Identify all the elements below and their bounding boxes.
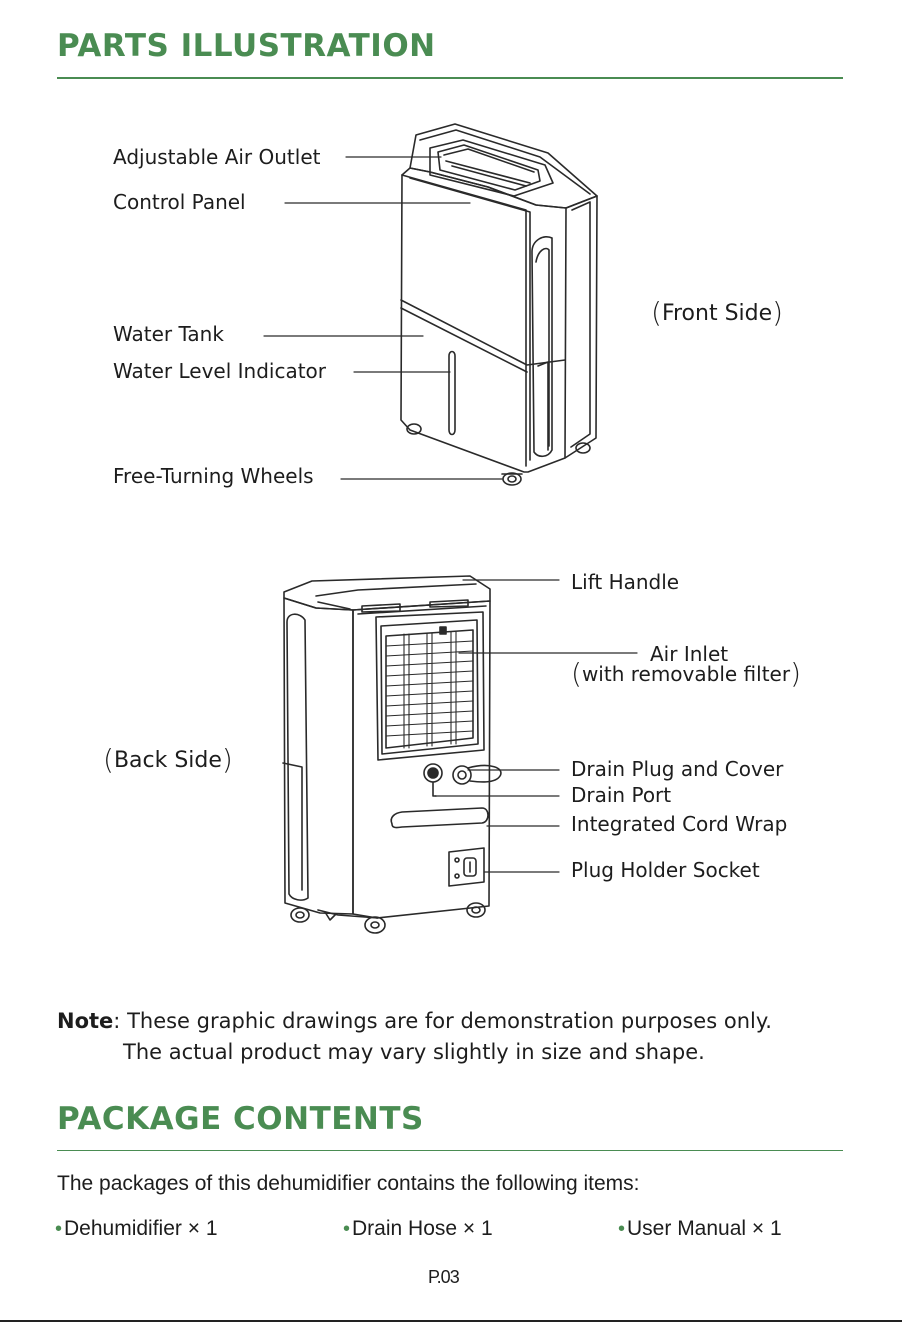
back-side-caption: (Back Side) — [103, 743, 233, 776]
note-label: Note — [57, 1009, 114, 1033]
parts-heading-rule — [57, 77, 843, 79]
package-item: •Drain Hose × 1 — [343, 1217, 493, 1241]
front-leader-lines — [263, 156, 503, 480]
label-free-turning-wheels: Free-Turning Wheels — [113, 464, 314, 488]
label-air-inlet: Air Inlet — [650, 642, 729, 666]
package-item: •Dehumidifier × 1 — [55, 1217, 218, 1241]
label-water-tank: Water Tank — [113, 322, 224, 346]
note-line-1: These graphic drawings are for demonstra… — [127, 1009, 772, 1033]
bullet-icon: • — [55, 1218, 63, 1240]
air-inlet-sub-text: with removable filter — [581, 662, 791, 686]
package-item-text: User Manual × 1 — [627, 1217, 782, 1240]
package-item-text: Drain Hose × 1 — [352, 1217, 493, 1240]
label-drain-port: Drain Port — [571, 783, 672, 807]
label-control-panel: Control Panel — [113, 190, 246, 214]
package-heading-rule — [57, 1150, 843, 1151]
note-line-2: The actual product may vary slightly in … — [123, 1040, 705, 1064]
back-side-caption-text: Back Side — [113, 748, 222, 773]
label-adjustable-air-outlet: Adjustable Air Outlet — [113, 145, 321, 169]
bullet-icon: • — [618, 1218, 626, 1240]
package-intro: The packages of this dehumidifier contai… — [57, 1172, 640, 1195]
label-lift-handle: Lift Handle — [571, 570, 680, 594]
back-unit-body — [282, 575, 502, 934]
bottom-rule — [0, 1320, 902, 1322]
parts-illustration-heading: PARTS ILLUSTRATION — [57, 28, 436, 64]
label-integrated-cord-wrap: Integrated Cord Wrap — [571, 812, 788, 836]
label-drain-plug-and-cover: Drain Plug and Cover — [571, 757, 784, 781]
label-air-inlet-sub: (with removable filter) — [571, 657, 801, 690]
front-side-caption: (Front Side) — [651, 296, 784, 329]
page-number: P.03 — [428, 1267, 460, 1287]
bullet-icon: • — [343, 1218, 351, 1240]
air-inlet-grille — [385, 631, 474, 749]
package-item-text: Dehumidifier × 1 — [64, 1217, 218, 1240]
note-block: Note: These graphic drawings are for dem… — [57, 1006, 772, 1068]
package-contents-heading: PACKAGE CONTENTS — [57, 1101, 424, 1137]
back-leader-lines — [434, 579, 638, 873]
label-water-level-indicator: Water Level Indicator — [113, 359, 327, 383]
front-unit-body — [400, 123, 598, 486]
front-side-caption-text: Front Side — [661, 301, 773, 326]
label-plug-holder-socket: Plug Holder Socket — [571, 858, 760, 882]
package-item: •User Manual × 1 — [618, 1217, 782, 1241]
